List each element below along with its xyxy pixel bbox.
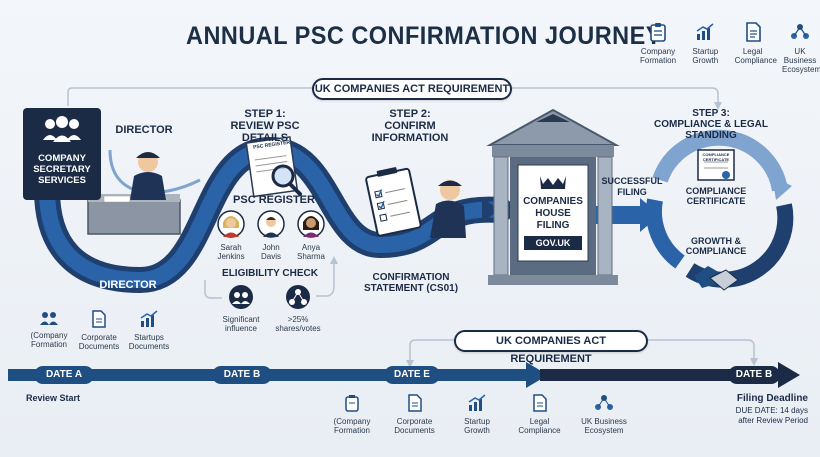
step2-title: STEP 2: CONFIRM INFORMATION	[371, 108, 449, 144]
bottom-requirement-banner: UK COMPANIES ACT REQUIREMENT	[454, 330, 648, 365]
left-icon-label: Startups Documents	[128, 333, 170, 351]
director-bottom-label: DIRECTOR	[99, 279, 157, 291]
company-secretary-box: COMPANY SECRETARY SERVICES	[23, 108, 101, 200]
eligibility-item-label: >25% shares/votes	[275, 315, 321, 333]
growth-chart-icon	[468, 394, 486, 411]
compliance-certificate-label: COMPLIANCE CERTIFICATE	[685, 186, 747, 206]
team-icon	[43, 116, 81, 142]
growth-chart-icon	[696, 23, 714, 40]
person-card: John Davis	[254, 210, 288, 261]
eligibility-item: Significant influence	[218, 284, 264, 333]
filing-deadline-label: Filing Deadline	[736, 393, 808, 404]
left-icon-label: Corporate Documents	[78, 333, 120, 351]
eligibility-item: >25% shares/votes	[272, 284, 324, 333]
due-date-label: DUE DATE: 14 days after Review Period	[735, 406, 808, 425]
network-icon	[595, 395, 613, 410]
header-icon-label: Company Formation	[640, 47, 677, 65]
growth-compliance-label: GROWTH & COMPLIANCE	[685, 236, 747, 256]
bottom-icon-label: Corporate Documents	[394, 417, 435, 435]
person-avatar-icon	[297, 210, 325, 238]
bottom-icon-label: Startup Growth	[464, 417, 490, 435]
network-icon	[790, 24, 809, 39]
clipboard-icon	[345, 395, 359, 412]
left-icon-label: (Company Formation	[30, 331, 68, 349]
clipboard-icon	[650, 23, 666, 42]
person-avatar-icon	[217, 210, 245, 238]
header-icon-label: Legal Compliance	[734, 47, 777, 65]
bottom-icon-label: UK Business Ecosystem	[581, 417, 627, 435]
confirmation-statement-label: CONFIRMATION STATEMENT (CS01)	[363, 272, 459, 294]
eligibility-title: ELIGIBILITY CHECK	[222, 268, 318, 279]
bottom-icon-item: UK Business Ecosystem	[576, 394, 632, 435]
step1-title: STEP 1: REVIEW PSC DETAILS	[230, 108, 300, 144]
eligibility-item-label: Significant influence	[222, 315, 260, 333]
person-card: Sarah Jenkins	[214, 210, 248, 261]
bottom-icon-item: (Company Formation	[326, 394, 378, 435]
bottom-icon-label: (Company Formation	[333, 417, 371, 435]
certificate-doc-label: COMPLIANCE CERTIFICATE	[702, 152, 730, 162]
page-title: ANNUAL PSC CONFIRMATION JOURNEY	[186, 22, 662, 50]
psc-register-label: PSC REGISTER	[233, 194, 315, 206]
person-avatar-icon	[257, 210, 285, 238]
document-icon	[745, 22, 761, 42]
document-icon	[532, 394, 547, 412]
left-icon-item: Corporate Documents	[74, 310, 124, 351]
successful-filing-label: SUCCESSFUL FILING	[601, 176, 663, 197]
people-group-icon	[229, 285, 253, 309]
header-icon-item: Startup Growth	[687, 22, 723, 74]
director-top-label: DIRECTOR	[115, 124, 173, 136]
header-icon-item: Company Formation	[640, 22, 676, 74]
person-name: Sarah Jenkins	[217, 243, 245, 261]
person-card: Anya Sharma	[294, 210, 328, 261]
companies-house-title: COMPANIES HOUSE FILING	[523, 196, 583, 231]
document-icon	[407, 394, 422, 412]
top-requirement-banner: UK COMPANIES ACT REQUIREMENT	[312, 78, 512, 100]
share-split-icon	[286, 285, 310, 309]
header-icons: Company Formation Startup Growth Legal C…	[640, 22, 820, 74]
person-name: John Davis	[260, 243, 281, 261]
timeline-date-e: DATE E	[384, 366, 440, 384]
left-icon-item: Startups Documents	[124, 310, 174, 351]
growth-chart-icon	[140, 310, 158, 327]
people-row: Sarah Jenkins John Davis Anya Sharma	[214, 210, 328, 261]
bottom-icons-row: (Company Formation Corporate Documents S…	[326, 394, 632, 435]
left-icon-item: (Company Formation	[24, 310, 74, 351]
timeline-date-a: DATE A	[34, 366, 94, 384]
people-icon	[40, 312, 58, 325]
review-start-label: Review Start	[26, 393, 81, 403]
timeline-date-deadline: DATE B	[728, 366, 780, 384]
bottom-icon-item: Corporate Documents	[389, 394, 441, 435]
timeline-date-b: DATE B	[212, 366, 272, 384]
bottom-icon-item: Startup Growth	[451, 394, 503, 435]
header-icon-item: Legal Compliance	[734, 22, 777, 74]
bottom-icon-label: Legal Compliance	[518, 417, 561, 435]
document-icon	[92, 310, 106, 328]
gov-uk-label: GOV.UK	[535, 238, 571, 248]
left-icons-row: (Company Formation Corporate Documents S…	[24, 310, 174, 351]
header-icon-item: UK Business Ecosystem	[781, 22, 820, 74]
bottom-icon-item: Legal Compliance	[514, 394, 566, 435]
person-name: Anya Sharma	[296, 243, 325, 261]
eligibility-items: Significant influence >25% shares/votes	[218, 284, 324, 333]
header-icon-label: Startup Growth	[692, 47, 719, 65]
company-secretary-label: COMPANY SECRETARY SERVICES	[33, 153, 91, 186]
step3-title: STEP 3: COMPLIANCE & LEGAL STANDING	[654, 108, 768, 141]
header-icon-label: UK Business Ecosystem	[781, 47, 820, 74]
